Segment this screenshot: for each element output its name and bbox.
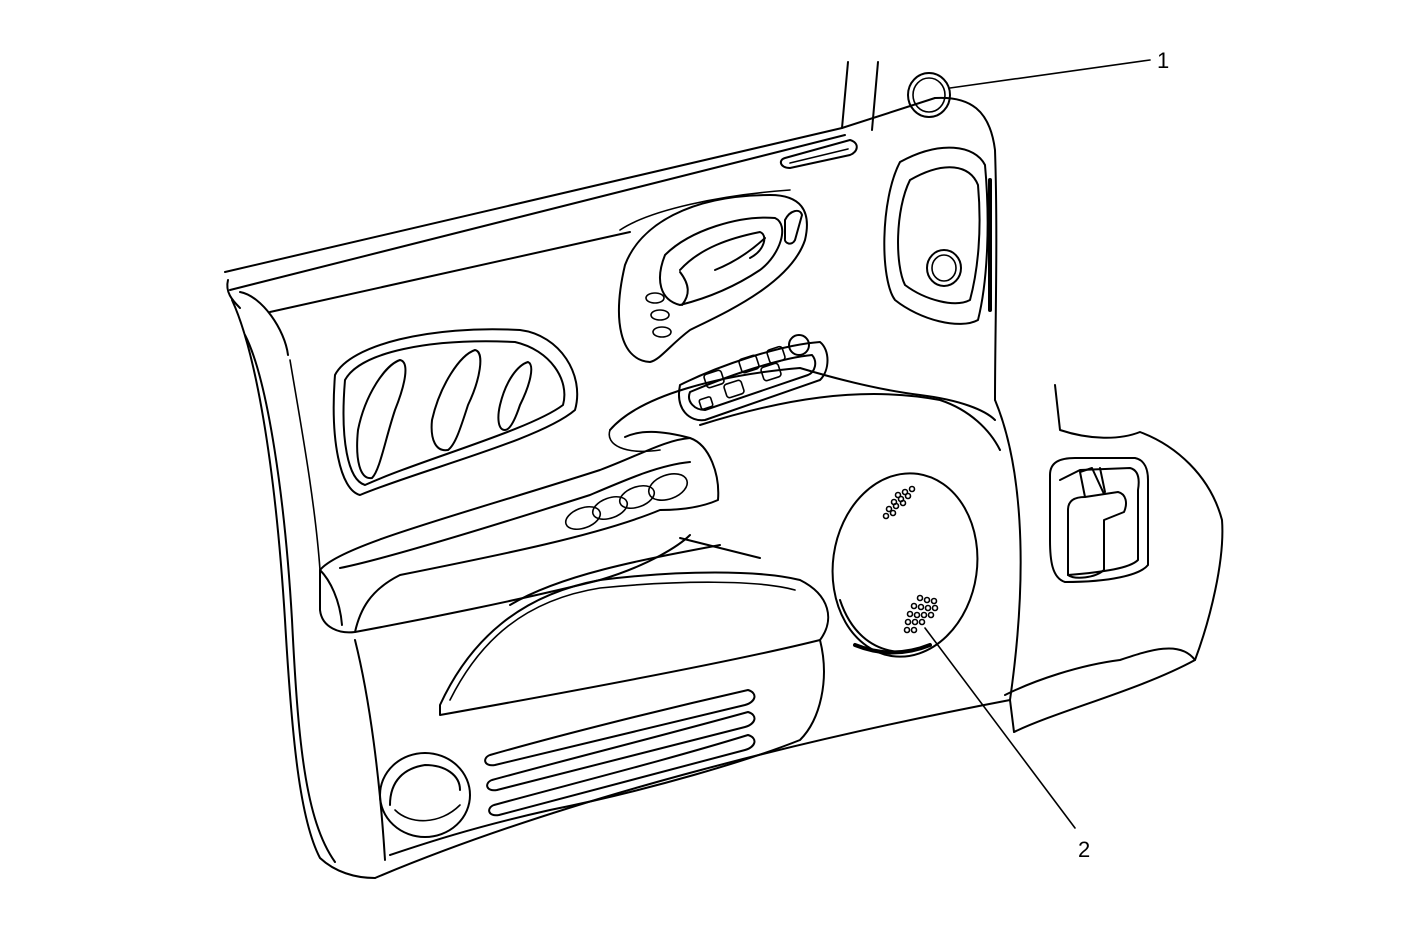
door-latch-striker — [1049, 457, 1149, 583]
leader-line-2 — [924, 627, 1076, 829]
callout-leaders — [924, 59, 1151, 829]
speaker-perforation-lower — [903, 594, 939, 634]
door-pillar — [841, 61, 879, 131]
door-panel-outline — [224, 96, 1022, 879]
leader-line-1 — [949, 59, 1151, 89]
upper-speaker-pod — [883, 146, 992, 325]
callout-label-2: 2 — [1078, 837, 1090, 862]
left-vent-grille — [332, 328, 579, 496]
lower-grille-slots — [484, 689, 756, 817]
window-switch-panel — [678, 334, 829, 422]
speaker-perforation-upper — [882, 485, 916, 520]
door-body-right — [1004, 384, 1224, 733]
armrest-pull-handle — [319, 430, 761, 634]
door-lock-button-bezel — [907, 72, 951, 118]
callout-label-1: 1 — [1157, 48, 1169, 73]
map-pocket — [354, 571, 830, 861]
lower-round-recess — [379, 752, 471, 838]
inside-handle-bezel — [618, 194, 808, 363]
front-door-speaker-grille — [831, 472, 979, 658]
armrest-upper — [608, 367, 1001, 453]
upper-trim-slot — [779, 139, 858, 169]
